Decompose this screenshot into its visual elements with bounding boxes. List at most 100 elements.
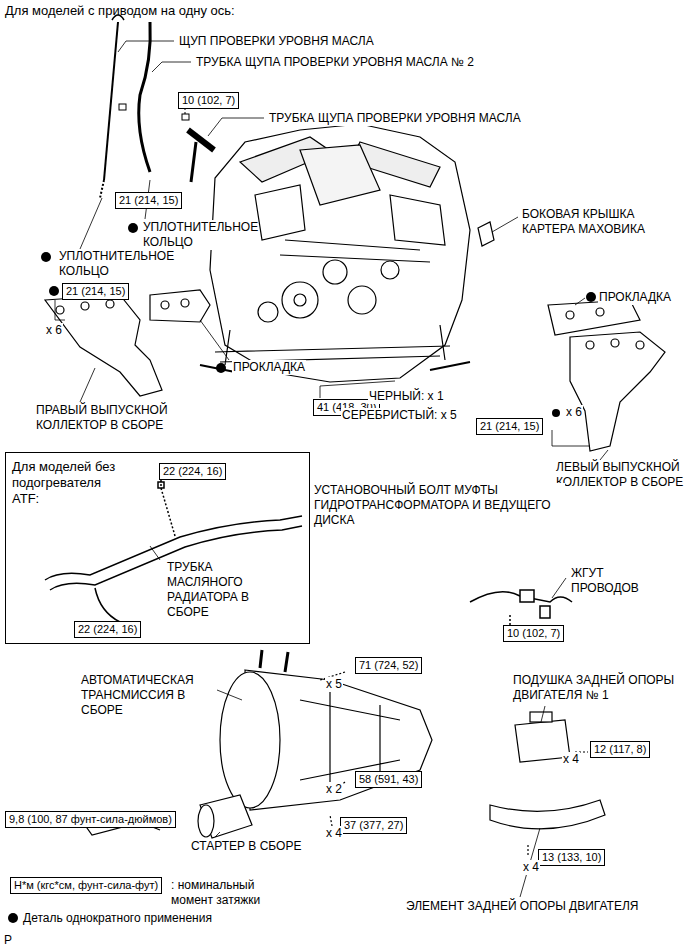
torque-value: 37 (377, 27) [344, 819, 403, 831]
torque-box: 22 (224, 16) [74, 621, 141, 638]
torque-value: 71 (724, 52) [359, 659, 418, 671]
torque-value: 22 (224, 16) [163, 465, 222, 477]
leader-line [150, 546, 160, 560]
dipstick-drawing [139, 22, 151, 172]
single-use-dot [41, 223, 596, 417]
quantity-label: x 4 [325, 826, 343, 841]
torque-box: 37 (377, 27) [340, 817, 407, 834]
transmission-drawing [320, 672, 345, 826]
part-label: СЕРЕБРИСТЫЙ: x 5 [341, 408, 458, 423]
wire-harness-drawing [509, 615, 511, 625]
quantity-label: x 4 [562, 752, 580, 767]
part-label: УПЛОТНИТЕЛЬНОЕ КОЛЬЦО [58, 249, 165, 279]
exhaust-manifold-drawing [586, 341, 594, 349]
engine-drawing [390, 195, 445, 245]
part-label: ЧЕРНЫЙ: x 1 [368, 389, 445, 404]
engine-mount-drawing [490, 800, 605, 829]
exhaust-manifold-drawing [56, 306, 64, 314]
leader-line [215, 832, 220, 837]
torque-value: 13 (133, 10) [542, 851, 601, 863]
part-label: ЛЕВЫЙ ВЫПУСКНОЙ КОЛЛЕКТОР В СБОРЕ [555, 460, 685, 490]
dipstick-drawing [182, 114, 189, 120]
quantity-label: x 5 [325, 677, 343, 692]
engine-drawing [255, 185, 305, 240]
part-label: АВТОМАТИЧЕСКАЯ ТРАНСМИССИЯ В СБОРЕ [80, 673, 217, 718]
legend-swatch [8, 913, 18, 923]
leader-line [200, 320, 229, 360]
dipstick-drawing [100, 180, 104, 198]
diagram-title: Для моделей с приводом на одну ось: [5, 3, 235, 18]
engine-drawing [210, 124, 470, 382]
part-label: ЖГУТ ПРОВОДОВ [570, 566, 650, 596]
exhaust-manifold-drawing [566, 311, 574, 319]
torque-box: 10 (102, 7) [503, 625, 564, 642]
leader-line [80, 198, 102, 249]
group-heading: Для моделей без подогревателя ATF: [12, 459, 130, 507]
torque-value: 58 (591, 43) [359, 773, 418, 785]
legend-text: Деталь однократного применения [23, 911, 212, 925]
wire-harness-drawing [520, 590, 534, 602]
exhaust-manifold-drawing [181, 299, 189, 307]
dipstick-drawing [119, 104, 126, 110]
part-label: ЭЛЕМЕНТ ЗАДНЕЙ ОПОРЫ ДВИГАТЕЛЯ [405, 899, 640, 914]
single-use-dot [552, 409, 560, 417]
quantity-label: x 4 [522, 860, 540, 875]
part-label: ПРОКЛАДКА [598, 290, 672, 305]
transmission-drawing [260, 650, 288, 672]
exhaust-manifold-drawing [150, 290, 210, 322]
exhaust-manifold-drawing [81, 302, 89, 310]
torque-value: 22 (224, 16) [78, 623, 137, 635]
exhaust-manifold-drawing [570, 332, 665, 451]
leader-line [492, 217, 518, 232]
torque-value: 21 (214, 15) [66, 285, 125, 297]
leader-line [575, 298, 585, 305]
quantity-label: x 6 [45, 323, 63, 338]
transmission-drawing [220, 650, 432, 826]
torque-box: 21 (214, 15) [62, 283, 129, 300]
leader-line [55, 300, 65, 320]
starter-drawing [198, 805, 214, 837]
leader-line [600, 450, 608, 460]
torque-value: 21 (214, 15) [119, 194, 178, 206]
engine-drawing [348, 286, 376, 314]
engine-drawing [381, 261, 399, 279]
part-label: ТРУБКА ЩУПА ПРОВЕРКИ УРОВНЯ МАСЛА [268, 111, 522, 126]
leader-line [552, 430, 590, 446]
part-label: P [3, 933, 13, 948]
exhaust-manifold-drawing [611, 339, 619, 347]
engine-drawing [215, 325, 450, 365]
engine-drawing [258, 302, 278, 322]
leader-line [552, 578, 566, 598]
part-label: ТРУБКА МАСЛЯНОГО РАДИАТОРА В СБОРЕ [166, 560, 266, 620]
torque-value: 10 (102, 7) [182, 94, 235, 106]
exhaust-manifold-drawing [478, 222, 494, 246]
torque-value: 21 (214, 15) [480, 420, 539, 432]
wire-harness-drawing [540, 606, 550, 618]
exhaust-manifold-drawing [636, 341, 644, 349]
single-use-dot [49, 286, 59, 296]
torque-box: 9,8 (100, 87 фунт-сила-дюймов) [5, 811, 176, 828]
engine-drawing [294, 294, 306, 306]
engine-drawing [323, 260, 347, 284]
quantity-label: x 6 [565, 405, 583, 420]
leader-line [80, 368, 95, 402]
torque-box: 12 (117, 8) [590, 741, 650, 758]
torque-box: 58 (591, 43) [355, 771, 422, 788]
wire-harness-drawing [470, 590, 572, 625]
torque-box: 21 (214, 15) [476, 418, 543, 435]
cooler-pipe-drawing [95, 588, 120, 622]
leader-line [118, 41, 174, 52]
part-label: БОКОВАЯ КРЫШКА КАРТЕРА МАХОВИКА [521, 207, 668, 237]
part-label: УСТАНОВОЧНЫЙ БОЛТ МУФТЫ ГИДРОТРАНСФОРМАТ… [313, 483, 565, 528]
single-use-dot [586, 292, 596, 302]
single-use-dot [41, 252, 51, 262]
engine-drawing [200, 124, 470, 382]
torque-box: 10 (102, 7) [178, 92, 239, 109]
part-label: ТРУБКА ЩУПА ПРОВЕРКИ УРОВНЯ МАСЛА № 2 [195, 55, 475, 70]
part-label: : номинальный момент затяжки [170, 878, 294, 908]
single-use-dot [128, 223, 138, 233]
exhaust-manifold-drawing [596, 308, 604, 316]
exhaust-manifold-drawing [45, 295, 162, 396]
part-label: ПРАВЫЙ ВЫПУСКНОЙ КОЛЛЕКТОР В СБОРЕ [35, 403, 187, 433]
torque-value: 10 (102, 7) [507, 627, 560, 639]
